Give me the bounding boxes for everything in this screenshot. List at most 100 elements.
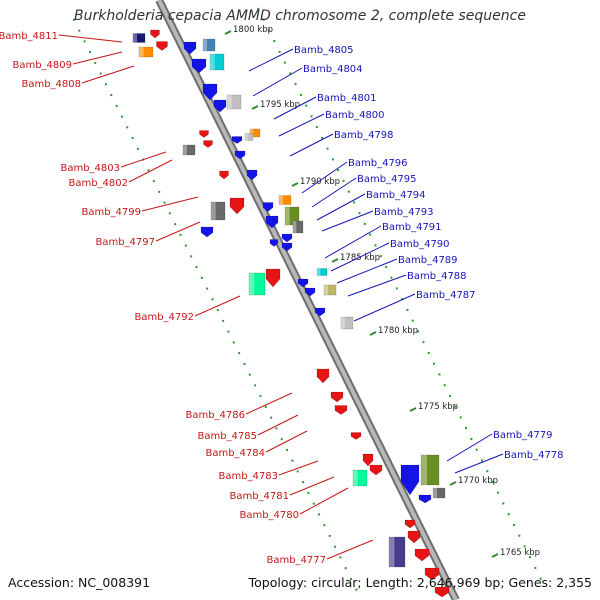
guide-dot (323, 524, 326, 527)
map-title: Burkholderia cepacia AMMD chromosome 2, … (74, 8, 526, 24)
gene-label-reverse[interactable]: Bamb_4781 (229, 491, 289, 502)
gene-label-forward[interactable]: Bamb_4805 (294, 45, 354, 56)
gene-arrow (281, 233, 293, 243)
gene-label-forward[interactable]: Bamb_4798 (334, 130, 394, 141)
gene-arrow (191, 58, 207, 74)
gene-label-forward[interactable]: Bamb_4804 (303, 64, 363, 75)
guide-dot (305, 104, 308, 107)
gene-block (244, 133, 254, 141)
scale-label: 1770 kbp (458, 476, 498, 486)
guide-dot (518, 534, 521, 537)
guide-dot (390, 276, 393, 279)
guide-dot (83, 40, 86, 43)
guide-dot (216, 309, 219, 312)
scale-label: 1790 kbp (300, 177, 340, 187)
gene-arrow (246, 169, 258, 181)
gene-arrow (334, 405, 348, 415)
guide-dot (283, 61, 286, 64)
gene-label-reverse[interactable]: Bamb_4783 (218, 471, 278, 482)
gene-label-forward[interactable]: Bamb_4789 (398, 255, 458, 266)
scale-tick (224, 30, 232, 35)
guide-dot (115, 104, 118, 107)
guide-dot (126, 126, 129, 129)
gene-block (248, 272, 266, 296)
gene-label-forward[interactable]: Bamb_4795 (357, 174, 417, 185)
gene-label-reverse[interactable]: Bamb_4786 (185, 410, 245, 421)
guide-dot (406, 308, 409, 311)
leader-line (330, 242, 390, 272)
gene-arrow (362, 453, 374, 467)
guide-dot (355, 588, 358, 591)
guide-dot (200, 276, 203, 279)
guide-dot (337, 169, 340, 172)
gene-label-reverse[interactable]: Bamb_4803 (60, 163, 120, 174)
guide-dot (104, 83, 107, 86)
gene-labels: Bamb_4805Bamb_4804Bamb_4801Bamb_4800Bamb… (0, 31, 564, 566)
guide-dot (307, 491, 310, 494)
guide-dot (344, 567, 347, 570)
gene-label-forward[interactable]: Bamb_4787 (416, 290, 476, 301)
leader-line (324, 225, 382, 259)
gene-label-reverse[interactable]: Bamb_4809 (12, 60, 72, 71)
gene-label-reverse[interactable]: Bamb_4785 (197, 431, 257, 442)
leader-line (353, 293, 416, 322)
gene-label-reverse[interactable]: Bamb_4799 (81, 207, 141, 218)
accession-text: Accession: NC_008391 (8, 575, 151, 590)
gene-label-forward[interactable]: Bamb_4788 (407, 271, 467, 282)
guide-dot (427, 351, 430, 354)
gene-label-reverse[interactable]: Bamb_4780 (239, 510, 299, 521)
guide-dot (238, 352, 241, 355)
guide-dot (523, 545, 526, 548)
guide-dot (184, 244, 187, 247)
gene-label-reverse[interactable]: Bamb_4777 (266, 555, 326, 566)
leader-line (252, 67, 303, 97)
guide-dot (302, 481, 305, 484)
gene-label-forward[interactable]: Bamb_4793 (374, 207, 434, 218)
scale-tick (291, 182, 299, 187)
gene-block (182, 144, 196, 156)
gene-block (352, 469, 368, 487)
gene-label-forward[interactable]: Bamb_4801 (317, 93, 377, 104)
gene-label-reverse[interactable]: Bamb_4802 (68, 178, 128, 189)
gene-label-forward[interactable]: Bamb_4778 (504, 450, 564, 461)
gene-label-forward[interactable]: Bamb_4790 (390, 239, 450, 250)
gene-label-reverse[interactable]: Bamb_4811 (0, 31, 58, 42)
gene-arrow (424, 567, 440, 581)
gene-label-forward[interactable]: Bamb_4791 (382, 222, 442, 233)
guide-dot (422, 341, 425, 344)
guide-dot (310, 115, 313, 118)
scale-label: 1775 kbp (418, 402, 458, 412)
scale-label: 1765 kbp (500, 548, 540, 558)
gene-label-forward[interactable]: Bamb_4796 (348, 158, 408, 169)
gene-label-reverse[interactable]: Bamb_4784 (205, 448, 265, 459)
gene-arrow (265, 215, 279, 229)
guide-dot (331, 158, 334, 161)
gene-label-reverse[interactable]: Bamb_4797 (95, 237, 155, 248)
gene-arrow (269, 239, 279, 247)
guide-dot (152, 180, 155, 183)
scale-tick (369, 331, 377, 336)
guide-dot (264, 405, 267, 408)
gene-arrow (231, 136, 243, 144)
gene-label-forward[interactable]: Bamb_4779 (493, 430, 553, 441)
guide-dot (267, 29, 270, 32)
gene-arrow (369, 464, 383, 476)
scale-label: 1795 kbp (260, 100, 300, 110)
guide-dot (486, 470, 489, 473)
scale-label: 1780 kbp (378, 326, 418, 336)
leader-line (265, 430, 308, 453)
leader-line (141, 196, 199, 212)
guide-dot (339, 556, 342, 559)
gene-block (284, 206, 300, 226)
gene-label-forward[interactable]: Bamb_4800 (325, 110, 385, 121)
gene-label-reverse[interactable]: Bamb_4808 (21, 79, 81, 90)
guide-dot (539, 577, 542, 580)
leader-line (155, 221, 201, 242)
guide-dot (136, 147, 139, 150)
gene-label-reverse[interactable]: Bamb_4792 (134, 312, 194, 323)
gene-label-forward[interactable]: Bamb_4794 (366, 190, 426, 201)
gene-block (202, 38, 216, 52)
guide-dot (248, 373, 251, 376)
